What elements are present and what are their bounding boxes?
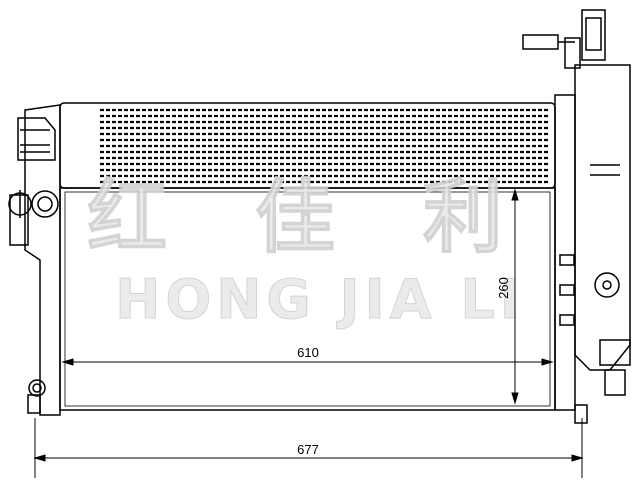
dimension-label-core-width: 610 — [297, 345, 319, 360]
top-tank — [59, 102, 556, 189]
dimension-label-overall-width: 677 — [297, 442, 319, 457]
left-inlet-pipes — [8, 190, 59, 218]
watermark-chinese: 红 佳 利 — [87, 171, 533, 264]
drain-plug — [28, 379, 46, 397]
dimension-core-width — [61, 358, 554, 366]
dimension-label-core-height: 260 — [496, 277, 511, 299]
dimension-core-height — [511, 188, 519, 405]
left-side-tank — [9, 104, 61, 416]
core-inner-frame — [64, 191, 551, 407]
dimension-overall-width — [33, 418, 584, 478]
watermark-latin: HONG JIA LI — [115, 268, 525, 331]
watermark: 红 佳 利 HONG JIA LI — [87, 171, 533, 332]
expansion-tank — [522, 9, 631, 424]
